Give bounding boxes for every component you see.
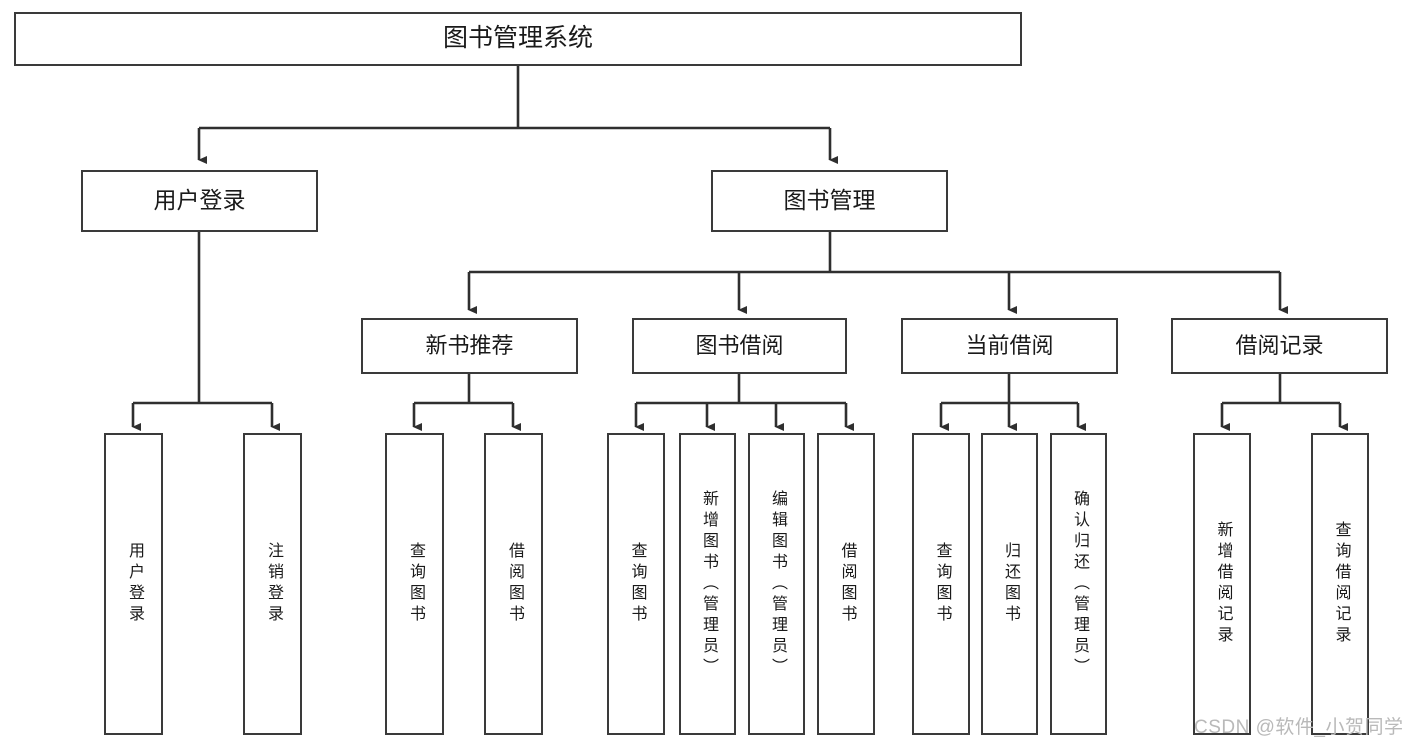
leaf-add-book-admin[interactable]: 新增图书（管理员） — [679, 433, 736, 735]
leaf-label: 新增图书（管理员） — [699, 489, 717, 679]
leaf-label: 借阅图书 — [505, 542, 523, 626]
leaf-label: 注销登录 — [264, 542, 282, 626]
leaf-add-borrow-record[interactable]: 新增借阅记录 — [1193, 433, 1251, 735]
leaf-confirm-return-admin[interactable]: 确认归还（管理员） — [1050, 433, 1107, 735]
leaf-label: 用户登录 — [125, 542, 143, 626]
leaf-label: 确认归还（管理员） — [1070, 489, 1088, 679]
node-book-borrow[interactable]: 图书借阅 — [632, 318, 847, 374]
leaf-borrow-book-recommend[interactable]: 借阅图书 — [484, 433, 543, 735]
leaf-user-login[interactable]: 用户登录 — [104, 433, 163, 735]
leaf-label: 借阅图书 — [838, 542, 856, 626]
leaf-label: 编辑图书（管理员） — [768, 489, 786, 679]
node-new-book-recommend[interactable]: 新书推荐 — [361, 318, 578, 374]
leaf-logout[interactable]: 注销登录 — [243, 433, 302, 735]
leaf-label: 查询借阅记录 — [1332, 521, 1350, 647]
leaf-query-book-current[interactable]: 查询图书 — [912, 433, 970, 735]
node-user-login[interactable]: 用户登录 — [81, 170, 318, 232]
node-root[interactable]: 图书管理系统 — [14, 12, 1022, 66]
leaf-borrow-book[interactable]: 借阅图书 — [817, 433, 875, 735]
leaf-query-book-borrow[interactable]: 查询图书 — [607, 433, 665, 735]
leaf-edit-book-admin[interactable]: 编辑图书（管理员） — [748, 433, 805, 735]
node-borrow-record[interactable]: 借阅记录 — [1171, 318, 1388, 374]
leaf-query-borrow-record[interactable]: 查询借阅记录 — [1311, 433, 1369, 735]
leaf-label: 查询图书 — [628, 542, 646, 626]
node-current-borrow[interactable]: 当前借阅 — [901, 318, 1118, 374]
leaf-return-book[interactable]: 归还图书 — [981, 433, 1038, 735]
leaf-label: 归还图书 — [1001, 542, 1019, 626]
leaf-label: 查询图书 — [406, 542, 424, 626]
node-book-management[interactable]: 图书管理 — [711, 170, 948, 232]
leaf-query-book-recommend[interactable]: 查询图书 — [385, 433, 444, 735]
leaf-label: 查询图书 — [933, 542, 951, 626]
leaf-label: 新增借阅记录 — [1214, 521, 1232, 647]
